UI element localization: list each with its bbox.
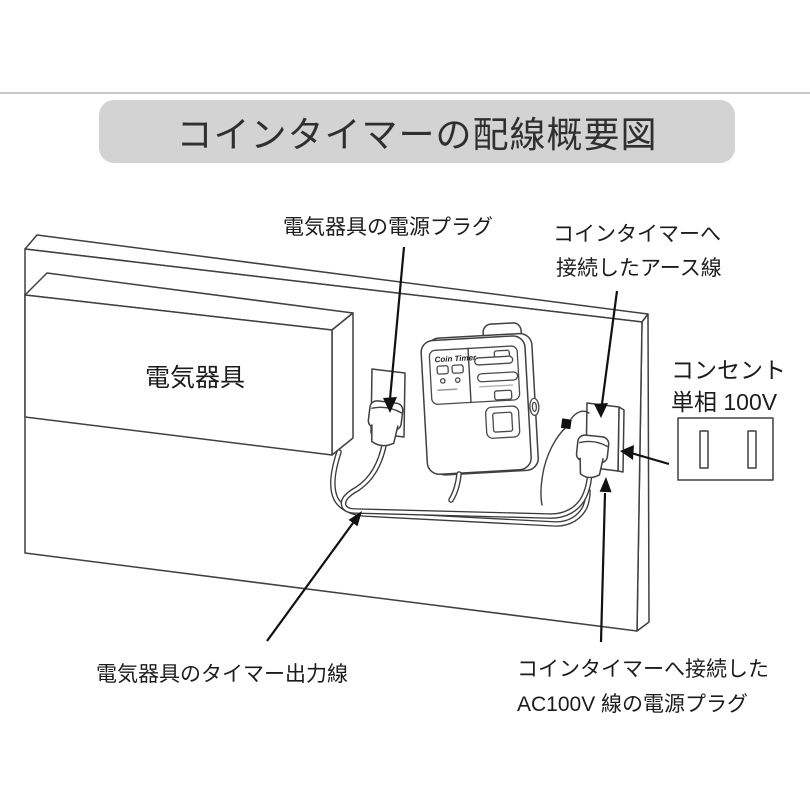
arrow-earth-wire: [594, 290, 619, 418]
outlet-face: [677, 417, 774, 481]
plug-neck: [371, 424, 399, 447]
arrow-timer-output: [266, 511, 362, 642]
coin-slot-lower: [477, 371, 519, 383]
device-logo: Coin Timer: [434, 353, 477, 364]
plug-neck: [579, 457, 604, 479]
panel-divider: [467, 347, 472, 404]
outlet-face-illustration: [677, 417, 774, 481]
panel-small-text: [437, 388, 458, 392]
label-ac-plug-line2: AC100V 線の電源プラグ: [517, 693, 748, 716]
indicator-lamp-right: [454, 377, 461, 383]
earth-terminal: [560, 418, 572, 430]
cables: [329, 431, 593, 527]
appliance-box: 電気器具: [24, 272, 354, 456]
label-timer-output: 電気器具のタイマー出力線: [96, 663, 348, 686]
arrow-outlet: [620, 445, 670, 466]
counter-window-left: [436, 365, 449, 375]
slot-small-text: [479, 384, 514, 388]
label-outlet-line2: 単相 100V: [671, 389, 778, 415]
counter-window-right: [451, 364, 464, 374]
appliance-right-face: [331, 312, 354, 456]
label-appliance-plug: 電気器具の電源プラグ: [283, 216, 493, 239]
ac100v-power-plug: [575, 434, 610, 479]
earth-wire-curve: [540, 423, 571, 506]
outlet-slot-left: [699, 430, 709, 469]
coin-return-window-inner: [492, 411, 514, 433]
coin-return-button: [493, 389, 513, 401]
page-divider-rule: [0, 92, 810, 94]
arrow-ac-plug: [599, 477, 612, 643]
title-banner: コインタイマーの配線概要図: [99, 100, 735, 163]
label-earth-wire-line2: 接続したアース線: [556, 257, 722, 280]
leader-arrows: [266, 246, 670, 643]
earth-wire-hook: [570, 410, 590, 420]
label-earth-wire-line1: コインタイマーへ: [553, 223, 721, 246]
side-button-inner: [531, 401, 538, 413]
appliance-front-face: [24, 294, 333, 456]
plug-head-detail: [371, 406, 403, 414]
appliance-label: 電気器具: [145, 364, 245, 392]
plug-head-detail: [579, 440, 609, 448]
coin-slot-upper: [474, 355, 514, 366]
earth-wire: [540, 410, 590, 506]
arrow-appliance-plug: [383, 246, 406, 413]
page-title: コインタイマーの配線概要図: [176, 113, 658, 155]
indicator-lamp-left: [439, 378, 446, 384]
label-outlet-line1: コンセント: [671, 357, 786, 383]
callout-labels: 電気器具の電源プラグ コインタイマーへ 接続したアース線 コンセント 単相 10…: [96, 216, 786, 716]
outlet-slot-right: [747, 430, 757, 469]
label-ac-plug-line1: コインタイマーへ接続した: [517, 658, 769, 681]
coin-timer-device: Coin Timer: [420, 322, 540, 476]
